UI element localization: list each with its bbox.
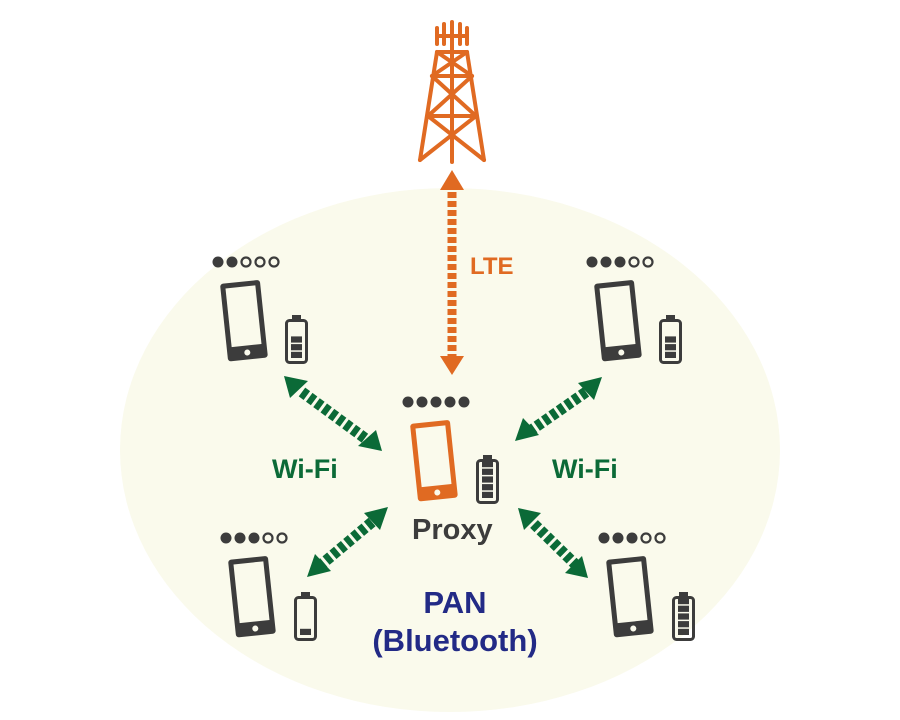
wifi-arrow-bottom-right — [518, 508, 588, 578]
signal-dot-filled — [626, 532, 638, 544]
battery-segment — [482, 468, 493, 475]
battery-segment — [678, 605, 689, 612]
signal-dot-empty — [276, 532, 288, 544]
battery-segment — [482, 476, 493, 483]
battery-segment — [291, 336, 302, 343]
signal-dot-filled — [598, 532, 610, 544]
battery-segment — [482, 491, 493, 498]
signal-dot-filled — [416, 396, 428, 408]
signal-dot-empty — [240, 256, 252, 268]
wifi-label-right: Wi-Fi — [552, 454, 618, 484]
signal-dot-empty — [642, 256, 654, 268]
signal-dot-filled — [586, 256, 598, 268]
signal-dot-filled — [248, 532, 260, 544]
device-bottom-right — [598, 532, 695, 641]
battery-icon — [476, 455, 499, 504]
signal-dot-filled — [430, 396, 442, 408]
wifi-arrow-top-left — [284, 376, 382, 451]
signal-indicator — [598, 532, 666, 544]
signal-dot-filled — [612, 532, 624, 544]
smartphone-icon — [594, 280, 642, 362]
signal-dot-filled — [226, 256, 238, 268]
wifi-arrow-top-right — [515, 377, 602, 441]
signal-dot-empty — [654, 532, 666, 544]
device-bottom-left — [220, 532, 317, 641]
signal-indicator — [212, 256, 280, 268]
signal-dot-empty — [254, 256, 266, 268]
smartphone-icon — [220, 280, 268, 362]
battery-segment — [678, 621, 689, 628]
smartphone-icon — [228, 556, 276, 638]
battery-icon — [672, 592, 695, 641]
battery-segment — [678, 598, 689, 605]
signal-dot-filled — [458, 396, 470, 408]
cell-tower-icon — [418, 20, 486, 164]
smartphone-icon — [410, 420, 458, 502]
battery-segment — [665, 351, 676, 358]
battery-icon — [294, 592, 317, 641]
smartphone-icon — [606, 556, 654, 638]
device-top-left — [212, 256, 308, 364]
signal-dot-filled — [614, 256, 626, 268]
lte-label: LTE — [470, 253, 514, 280]
devices-layer — [212, 256, 695, 641]
signal-dot-filled — [402, 396, 414, 408]
device-top-right — [586, 256, 682, 364]
battery-segment — [482, 484, 493, 491]
signal-dot-filled — [444, 396, 456, 408]
battery-icon — [659, 315, 682, 364]
signal-dot-filled — [212, 256, 224, 268]
signal-dot-filled — [234, 532, 246, 544]
signal-indicator — [220, 532, 288, 544]
battery-segment — [678, 628, 689, 635]
pan-title: PAN — [423, 585, 487, 620]
proxy-label: Proxy — [412, 514, 493, 546]
battery-segment — [665, 336, 676, 343]
signal-indicator — [586, 256, 654, 268]
battery-segment — [291, 344, 302, 351]
signal-dot-filled — [220, 532, 232, 544]
wifi-label-left: Wi-Fi — [272, 454, 338, 484]
battery-segment — [300, 628, 311, 635]
battery-segment — [482, 461, 493, 468]
signal-dot-empty — [640, 532, 652, 544]
proxy-device — [402, 396, 499, 504]
wifi-arrow-bottom-left — [307, 507, 388, 577]
signal-dot-empty — [268, 256, 280, 268]
signal-dot-empty — [628, 256, 640, 268]
signal-indicator — [402, 396, 470, 408]
battery-segment — [291, 351, 302, 358]
signal-dot-filled — [600, 256, 612, 268]
pan-subtitle: (Bluetooth) — [372, 623, 538, 658]
battery-segment — [678, 613, 689, 620]
lte-link-arrow — [440, 170, 464, 375]
battery-icon — [285, 315, 308, 364]
pan-label: PAN (Bluetooth) — [350, 584, 560, 660]
signal-dot-empty — [262, 532, 274, 544]
battery-segment — [665, 344, 676, 351]
